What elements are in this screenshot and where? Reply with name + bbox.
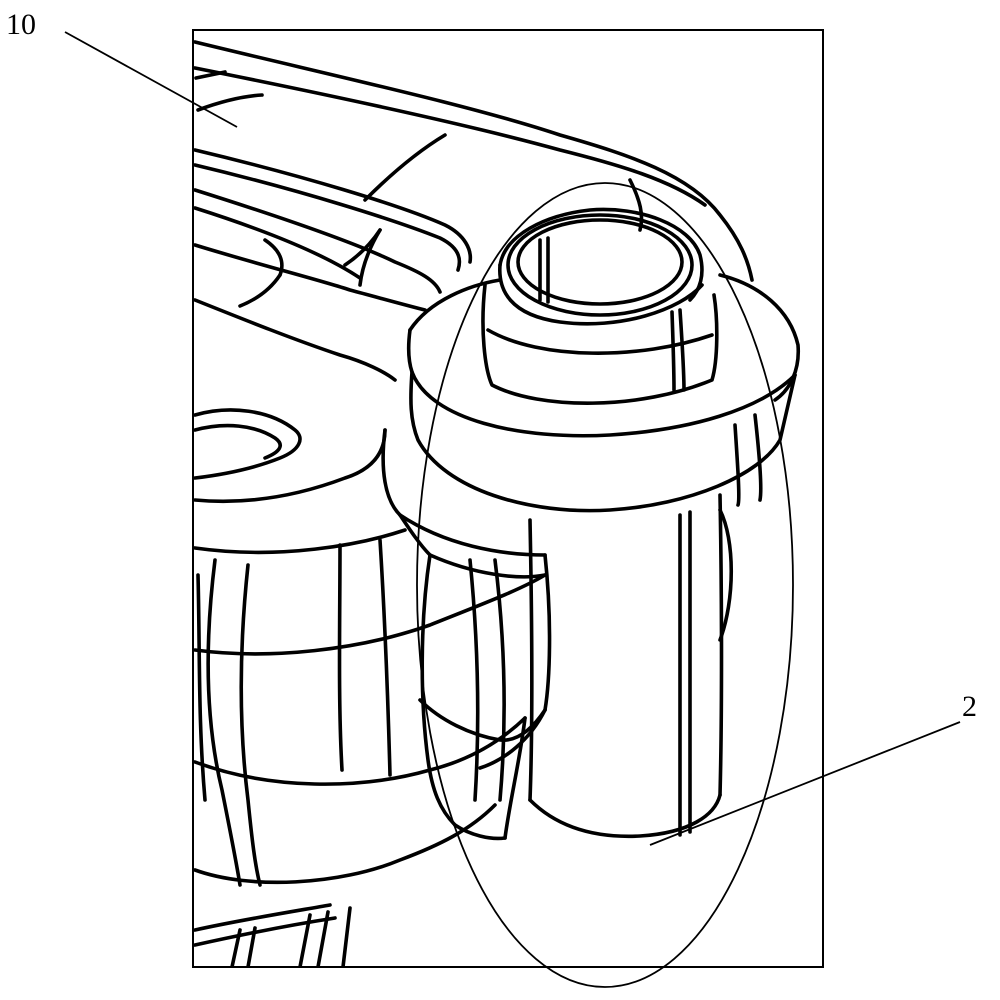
label-part-2: 2 (962, 690, 977, 723)
leader-line-2 (650, 722, 960, 845)
bracket-part-10 (195, 42, 798, 967)
label-part-10: 10 (6, 8, 36, 41)
